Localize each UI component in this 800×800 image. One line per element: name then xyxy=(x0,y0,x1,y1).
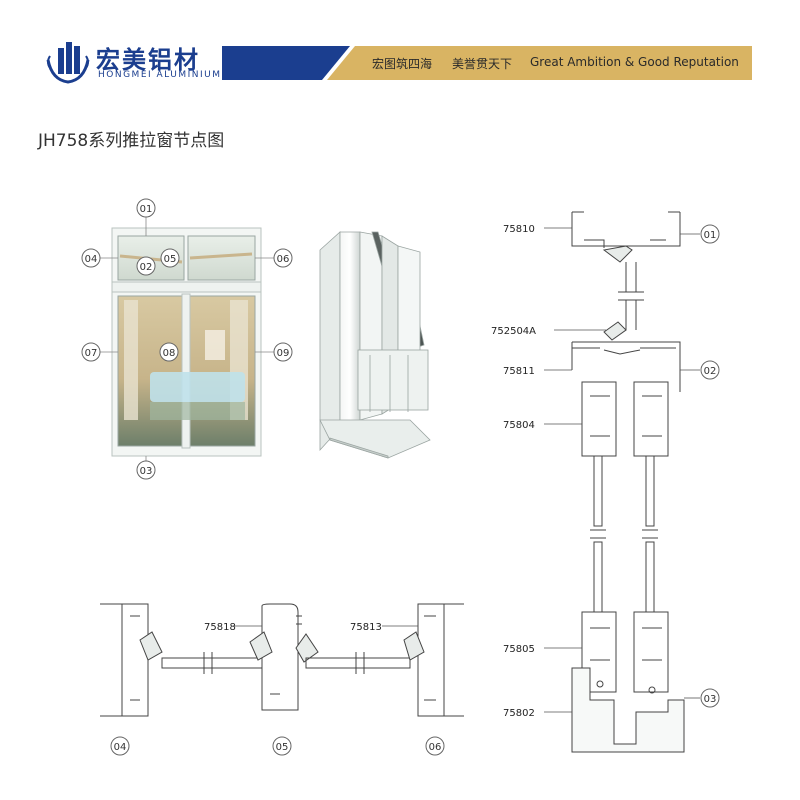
callout-text: 01 xyxy=(140,204,153,215)
header-graphics xyxy=(46,42,752,84)
callout-text: 06 xyxy=(429,742,442,753)
callout-text: 04 xyxy=(85,254,98,265)
window-callout-09: 09 xyxy=(273,342,293,362)
callout-text: 03 xyxy=(704,694,717,705)
part-label-752504a: 752504A xyxy=(491,326,536,337)
brand-name-en: HONGMEI ALUMINIUM xyxy=(98,70,222,80)
brand-logo-icon xyxy=(46,42,90,84)
callout-text: 09 xyxy=(277,348,290,359)
part-label-75813: 75813 xyxy=(350,622,382,633)
callout-text: 08 xyxy=(163,348,176,359)
callout-text: 04 xyxy=(114,742,127,753)
window-callout-06: 06 xyxy=(273,248,293,268)
page-title: JH758系列推拉窗节点图 xyxy=(38,131,225,151)
header-blue-bar xyxy=(222,46,350,80)
window-callout-leaders xyxy=(100,216,274,462)
callout-text: 05 xyxy=(276,742,289,753)
horizontal-section xyxy=(100,603,464,717)
vertical-section-leaders xyxy=(544,227,700,713)
header-gold-banner xyxy=(327,46,752,80)
window-elevation xyxy=(111,227,262,457)
window-callout-07: 07 xyxy=(81,342,101,362)
section-callout-04: 04 xyxy=(110,736,130,756)
callout-text: 06 xyxy=(277,254,290,265)
section-callout-03: 03 xyxy=(700,688,720,708)
callout-text: 02 xyxy=(140,262,153,273)
callout-text: 03 xyxy=(140,466,153,477)
part-label-75818: 75818 xyxy=(204,622,236,633)
section-callout-01: 01 xyxy=(700,224,720,244)
part-label-75805: 75805 xyxy=(503,644,535,655)
section-callout-06: 06 xyxy=(425,736,445,756)
window-callout-02: 02 xyxy=(136,256,156,276)
callout-text: 01 xyxy=(704,230,717,241)
part-label-75810: 75810 xyxy=(503,224,535,235)
callout-text: 07 xyxy=(85,348,98,359)
slogan-cn-1: 宏图筑四海 xyxy=(372,57,433,71)
window-callout-08: 08 xyxy=(159,342,179,362)
callout-text: 02 xyxy=(704,366,717,377)
slogan-cn-2: 美誉贯天下 xyxy=(452,57,513,71)
brand-name-cn: 宏美铝材 xyxy=(96,46,200,74)
header: 宏美铝材 HONGMEI ALUMINIUM 宏图筑四海 美誉贯天下 Great… xyxy=(0,0,800,110)
window-callout-05: 05 xyxy=(160,248,180,268)
window-callout-03: 03 xyxy=(136,460,156,480)
part-label-75802: 75802 xyxy=(503,708,535,719)
part-label-75804: 75804 xyxy=(503,420,535,431)
section-callout-05: 05 xyxy=(272,736,292,756)
window-callout-04: 04 xyxy=(81,248,101,268)
callout-text: 05 xyxy=(164,254,177,265)
part-label-75811: 75811 xyxy=(503,366,535,377)
profile-3d-render xyxy=(319,231,431,459)
vertical-section xyxy=(571,211,685,753)
window-callout-01: 01 xyxy=(136,198,156,218)
slogan-en: Great Ambition & Good Reputation xyxy=(530,55,739,69)
section-callout-02: 02 xyxy=(700,360,720,380)
